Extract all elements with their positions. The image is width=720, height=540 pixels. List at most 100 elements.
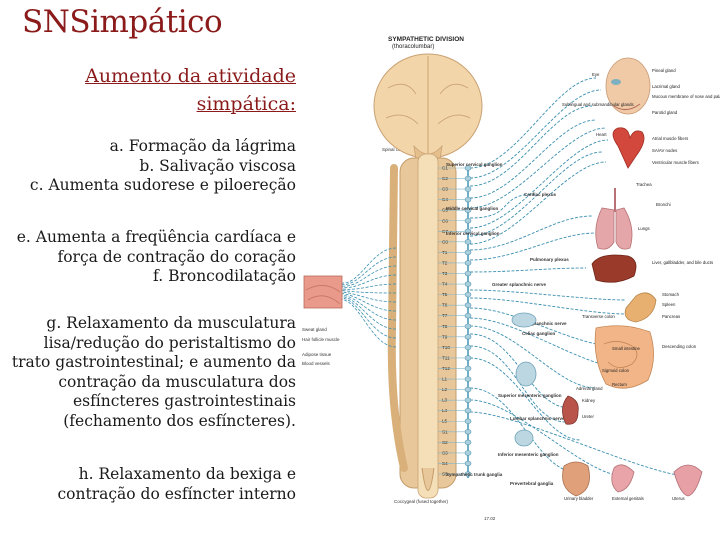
nerve-fiber	[469, 139, 609, 229]
chain-ganglion	[464, 460, 472, 467]
ganglion-label: Superior mesenteric ganglion	[498, 393, 562, 398]
genitals-organ	[611, 464, 635, 493]
skin-fiber	[341, 293, 397, 312]
intestine-organ	[594, 325, 654, 389]
chain-ganglion	[464, 397, 472, 403]
nerve-fiber	[469, 325, 597, 389]
ganglion-label: Cardiac plexus	[524, 192, 557, 197]
effect-item: contração da musculatura dos	[58, 372, 296, 391]
ganglion-label: Prevertebral ganglia	[510, 481, 554, 486]
chain-ganglion	[464, 334, 472, 340]
subtitle-line: simpática:	[196, 93, 296, 115]
organ-label: Uterus	[672, 496, 685, 501]
skin-fiber	[341, 297, 397, 339]
lungs-organ	[595, 188, 633, 250]
effect-item: lisa/redução do peristaltismo do	[43, 333, 296, 352]
skin-fiber	[341, 296, 397, 330]
organ-label: Heart	[596, 132, 607, 137]
nerve-fiber	[469, 267, 587, 273]
organ-label: Adrenal gland	[576, 386, 603, 391]
organ-label: External genitals	[612, 496, 644, 501]
nerve-fiber	[469, 345, 567, 423]
chain-ganglion	[464, 365, 472, 372]
heart-organ	[612, 127, 645, 169]
chain-ganglion	[464, 323, 472, 329]
nerve-fiber	[469, 77, 597, 169]
effects-group-a: a. Formação da lágrima b. Salivação visc…	[30, 137, 296, 196]
effects-group-e: e. Aumenta a freqüência cardíaca e força…	[17, 228, 296, 287]
effects-group-h: h. Relaxamento da bexiga e contração do …	[57, 465, 296, 504]
diagram-subtitle: (thoracolumbar)	[392, 44, 434, 50]
chain-ganglion	[464, 439, 472, 446]
organ-label: Sigmoid colon	[602, 368, 630, 373]
chain-ganglion	[464, 249, 472, 256]
nerve-fiber	[469, 399, 625, 477]
chain-ganglion	[464, 196, 472, 203]
organ-label: Descending colon	[662, 344, 697, 349]
chain-ganglion	[464, 429, 472, 435]
liver-organ	[591, 254, 637, 283]
effect-item: (fechamento dos esfíncteres).	[63, 411, 296, 430]
chain-ganglion	[464, 270, 472, 277]
effect-item: trato gastrointestinal; e aumento da	[11, 353, 296, 371]
effect-item: f. Broncodilatação	[153, 267, 296, 285]
skin-label: Adipose tissue	[302, 352, 332, 357]
uterus-organ	[673, 464, 703, 497]
nerve-fiber	[469, 297, 627, 315]
skin-fiber	[341, 290, 397, 294]
organ-label: Rectum	[612, 382, 627, 387]
effect-item: contração do esfíncter interno	[57, 484, 296, 503]
chain-ganglion	[464, 302, 472, 308]
ganglion-label: Lumbar splanchnic nerve	[510, 416, 565, 421]
skin-label: Hair follicle muscle	[302, 337, 340, 342]
skin-label: Blood vessels	[302, 361, 331, 366]
cauda-equina	[421, 467, 435, 491]
brain	[373, 53, 483, 161]
chain-ganglion	[464, 355, 472, 361]
organ-label: Parotid gland	[652, 110, 678, 115]
skin-fiber	[341, 291, 397, 303]
ganglion-label: Sympathetic trunk ganglia	[446, 472, 503, 477]
chain-ganglion	[464, 407, 472, 414]
ganglion-label: Inferior mesenteric ganglion	[498, 452, 559, 457]
nerve-fiber	[469, 119, 597, 199]
nerve-fiber	[469, 151, 603, 237]
figure-number: 17.02	[484, 516, 496, 521]
chain-ganglion	[464, 450, 472, 456]
sympathetic-diagram: SYMPATHETIC DIVISION (thoracolumbar) Spi…	[302, 36, 720, 521]
organ-label: Pancreas	[662, 314, 680, 319]
nerve-fiber	[469, 411, 689, 477]
skin-fiber	[341, 299, 397, 348]
nerve-fiber	[469, 232, 597, 261]
effect-item: e. Aumenta a freqüência cardíaca e	[16, 228, 296, 246]
slide-title: SNSimpático	[22, 4, 223, 40]
spinal-cord	[417, 153, 439, 499]
chain-ganglion	[464, 260, 472, 266]
chain-ganglion	[464, 344, 472, 351]
effect-item: h. Relaxamento da bexiga e	[78, 465, 296, 483]
chain-ganglion	[464, 239, 472, 245]
ganglion-label: Greater splanchnic nerve	[492, 282, 547, 287]
slide-subtitle: Aumento da atividade simpática:	[85, 62, 296, 118]
chain-ganglion	[464, 218, 472, 224]
chain-ganglion	[464, 291, 472, 298]
ganglion-label: Superior cervical ganglion	[446, 162, 503, 167]
ganglion-label: Middle cervical ganglion	[446, 206, 499, 211]
coccygeal-label: Coccygeal (fused together)	[394, 499, 449, 504]
effect-item: b. Salivação viscosa	[139, 156, 296, 175]
effects-group-g: g. Relaxamento da musculatura lisa/reduç…	[12, 314, 296, 431]
ganglion-label: Celiac ganglion	[522, 331, 556, 336]
inferior-mesenteric-ganglion	[514, 429, 534, 447]
nerve-fiber	[469, 161, 607, 245]
nerve-fiber	[469, 215, 593, 251]
head-organ	[605, 57, 651, 115]
skin-fiber	[341, 274, 397, 288]
bladder-organ	[562, 461, 590, 497]
nerve-fiber	[469, 127, 607, 209]
organ-label: Spleen	[662, 302, 676, 307]
nerve-fiber	[469, 105, 593, 187]
organ-label: Ventricular muscle fibers	[652, 160, 699, 165]
effect-item: a. Formação da lágrima	[109, 137, 296, 155]
effect-item: g. Relaxamento da musculatura	[46, 314, 296, 332]
